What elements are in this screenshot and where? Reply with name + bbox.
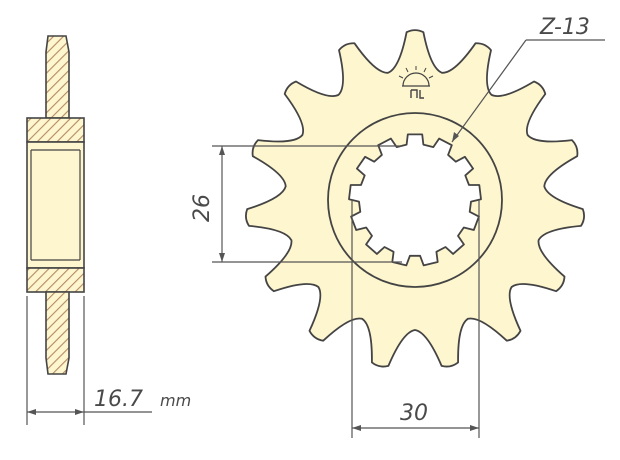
thickness-unit: mm xyxy=(160,391,191,410)
outer-spline-dimension: 30 xyxy=(351,200,480,438)
side-flange-bottom xyxy=(26,267,85,293)
outer-spline-value: 30 xyxy=(400,401,428,426)
teeth-count-callout: Z-13 xyxy=(451,15,605,143)
inner-diameter-dimension: 26 xyxy=(190,145,402,263)
manufacturer-logo-icon xyxy=(398,66,434,99)
teeth-count-label: Z-13 xyxy=(539,15,590,40)
side-hub-bottom xyxy=(45,291,70,375)
side-section-view xyxy=(26,35,85,375)
side-flange-top xyxy=(26,117,85,143)
thickness-value: 16.7 xyxy=(94,387,143,412)
spline-bore-profile xyxy=(348,133,482,267)
side-bore xyxy=(26,141,85,269)
inner-diameter-value: 26 xyxy=(190,194,215,222)
sprocket-front-view xyxy=(245,29,585,368)
thickness-dimension: 16.7 mm xyxy=(26,296,191,425)
side-hub-top xyxy=(45,35,70,119)
